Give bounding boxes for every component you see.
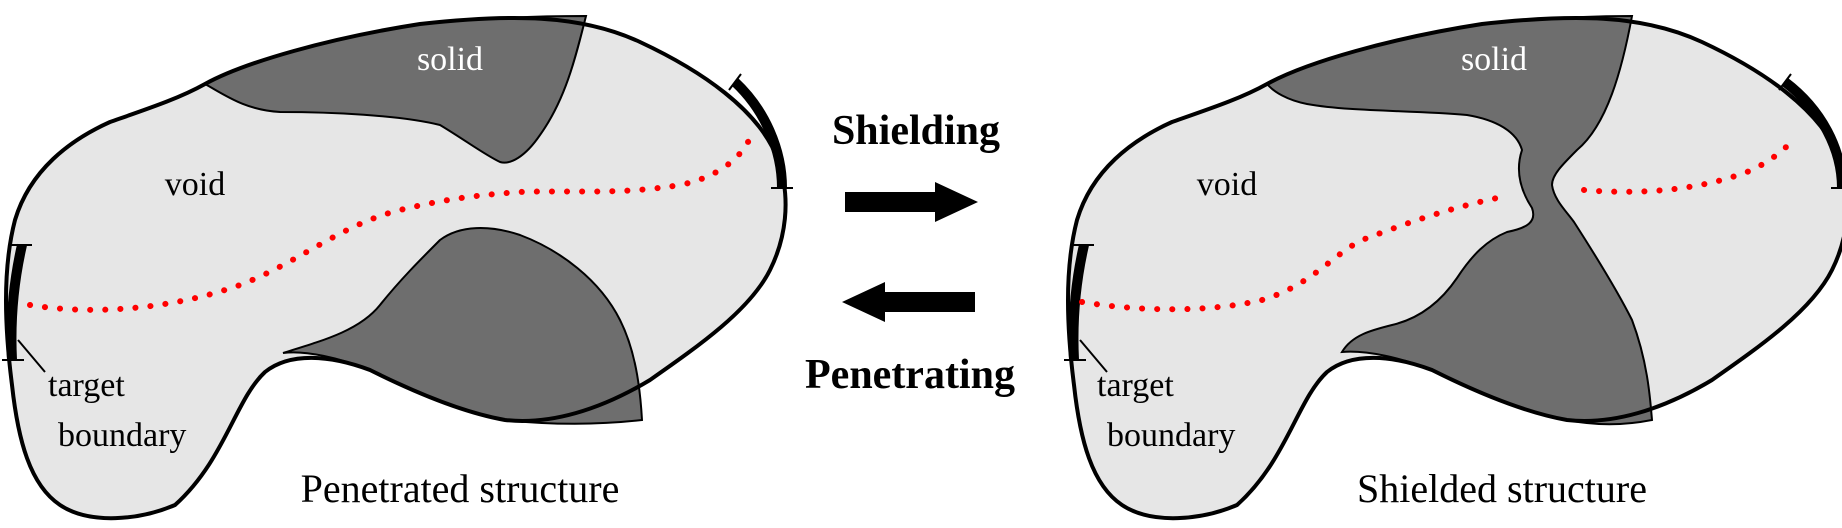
center-arrows: Shielding Penetrating xyxy=(805,108,1015,398)
backward-arrow xyxy=(842,282,975,322)
left-domain-outline xyxy=(4,15,788,521)
left-target-leader xyxy=(17,339,46,373)
penetrating-label: Penetrating xyxy=(805,352,1015,398)
right-solid-label: solid xyxy=(1461,41,1527,78)
right-caption: Shielded structure xyxy=(1357,466,1647,511)
right-target-boundary-segment xyxy=(1068,243,1089,361)
right-target-label-line2: boundary xyxy=(1107,417,1235,454)
left-target-label-line2: boundary xyxy=(58,417,186,454)
right-void-label: void xyxy=(1197,166,1257,203)
left-target-boundary-segment xyxy=(6,243,27,361)
left-exit-boundary-segment xyxy=(731,78,787,189)
right-blocked-path-left xyxy=(1079,195,1500,313)
left-target-label-line1: target xyxy=(48,367,125,404)
right-panel: solid void target boundary Shielded stru… xyxy=(1064,14,1842,521)
shielding-label: Shielding xyxy=(832,108,1000,154)
right-exit-tick-top xyxy=(1778,73,1792,91)
left-panel: solid void target boundary Penetrated st… xyxy=(2,14,793,521)
left-void-label: void xyxy=(165,166,225,203)
right-target-leader xyxy=(1079,339,1108,373)
right-domain-outline xyxy=(1066,15,1842,521)
left-penetrating-path xyxy=(27,135,753,313)
left-solid-label: solid xyxy=(417,41,483,78)
left-exit-tick-top xyxy=(728,73,742,91)
left-caption: Penetrated structure xyxy=(301,466,620,511)
forward-arrow xyxy=(845,182,978,222)
right-target-label-line1: target xyxy=(1097,367,1174,404)
right-exit-boundary-segment xyxy=(1781,78,1842,189)
